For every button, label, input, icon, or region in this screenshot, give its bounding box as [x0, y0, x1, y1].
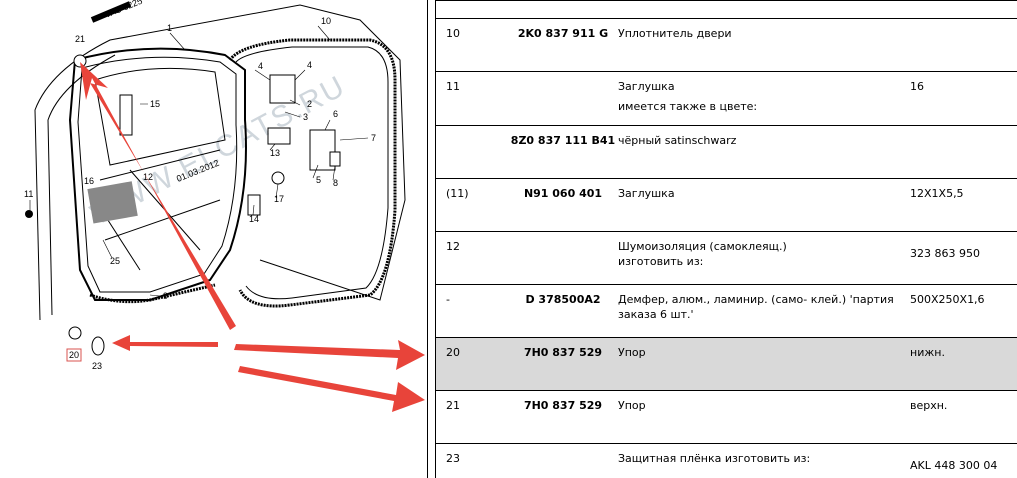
- callout-21: 21: [75, 34, 85, 44]
- sound-insulation-pad: [87, 181, 138, 224]
- row-qty: 12X1X5,5: [910, 187, 964, 200]
- row-description: Демфер, алюм., ламинир. (само- клей.) 'п…: [618, 293, 894, 321]
- callout-20: 20: [69, 350, 79, 360]
- callout-15: 15: [150, 99, 160, 109]
- parts-diagram: WWW.ELCATS.RU VAS 6225 01.03.2012 1 2 3 …: [0, 0, 425, 478]
- window-frame: [94, 67, 226, 166]
- body-pillar: [47, 54, 116, 316]
- door-frame-inner: [77, 56, 238, 293]
- row-description: Упор: [618, 346, 646, 359]
- callout-23: 23: [92, 361, 102, 371]
- callout-13: 13: [270, 148, 280, 158]
- row-part-number: 7H0 837 529: [523, 346, 603, 359]
- callout-25: 25: [110, 256, 120, 266]
- row-pos: -: [446, 293, 450, 306]
- callout-11: 11: [24, 189, 33, 199]
- row-description: Упор: [618, 399, 646, 412]
- callout-6: 6: [333, 109, 338, 119]
- row-part-number: 8Z0 837 111 B41: [510, 134, 616, 147]
- row-part-number: D 378500A2: [525, 293, 601, 306]
- arrow-to-20: [112, 335, 218, 351]
- grommet: [271, 171, 285, 185]
- row-qty: нижн.: [910, 346, 945, 359]
- arrow-to-row-20: [234, 340, 425, 370]
- door-panel-detail: [94, 149, 221, 271]
- callout-5: 5: [316, 175, 321, 185]
- row-qty: AKL 448 300 04: [910, 459, 998, 472]
- bump-stop: [329, 151, 341, 167]
- divider-left: [427, 0, 428, 478]
- stop-lower-icon: [68, 326, 82, 340]
- table-row[interactable]: 11 Заглушка имеется также в цвете: 16: [436, 71, 1017, 125]
- table-row[interactable]: (11) N91 060 401 Заглушка 12X1X5,5: [436, 178, 1017, 231]
- arrow-to-row-21: [238, 366, 425, 412]
- row-description: Шумоизоляция (самоклеящ.) изготовить из:: [618, 240, 787, 268]
- check-strap: [309, 129, 336, 171]
- divider-right: [435, 0, 436, 478]
- callout-10: 10: [321, 16, 331, 26]
- row-pos: (11): [446, 187, 469, 200]
- row-qty: 323 863 950: [910, 247, 980, 260]
- table-row[interactable]: - D 378500A2 Демфер, алюм., ламинир. (са…: [436, 284, 1017, 337]
- door-seal-inner: [235, 46, 389, 300]
- callout-1: 1: [167, 23, 172, 33]
- stop-upper-icon: [73, 54, 87, 68]
- row-description: Уплотнитель двери: [618, 27, 732, 40]
- row-pos: 20: [446, 346, 460, 359]
- callout-17: 17: [274, 194, 284, 204]
- door-weatherstrip: [89, 283, 216, 304]
- row-part-number: N91 060 401: [523, 187, 603, 200]
- table-row-selected[interactable]: 20 7H0 837 529 Упор нижн.: [436, 337, 1017, 390]
- screwdriver-icon: [90, 1, 132, 23]
- door-seal: [228, 38, 397, 308]
- row-part-number: 2K0 837 911 G: [517, 27, 609, 40]
- table-row[interactable]: 21 7H0 837 529 Упор верхн.: [436, 390, 1017, 443]
- row-part-number: 7H0 837 529: [523, 399, 603, 412]
- row-qty: 16: [910, 80, 924, 93]
- callout-7: 7: [371, 133, 376, 143]
- door-exploded-view: WWW.ELCATS.RU VAS 6225 01.03.2012 1 2 3 …: [24, 0, 425, 412]
- row-description-main: Заглушка: [618, 80, 675, 93]
- callout-4b: 4: [307, 60, 312, 70]
- table-row[interactable]: 23 Защитная плёнка изготовить из: AKL 44…: [436, 443, 1017, 478]
- row-pos: 12: [446, 240, 460, 253]
- parts-table: 10 2K0 837 911 G Уплотнитель двери 11 За…: [436, 0, 1017, 478]
- callout-8: 8: [333, 178, 338, 188]
- door-seal-clip: [247, 194, 261, 216]
- row-pos: 21: [446, 399, 460, 412]
- row-qty: 500X250X1,6: [910, 293, 985, 306]
- leader-lines: [29, 25, 369, 297]
- table-row[interactable]: 12 Шумоизоляция (самоклеящ.) изготовить …: [436, 231, 1017, 284]
- row-pos: 11: [446, 80, 460, 93]
- row-pos: 23: [446, 452, 460, 465]
- table-top-border: [436, 0, 1017, 18]
- callout-12: 12: [143, 172, 153, 182]
- row-description: чёрный satinschwarz: [618, 134, 737, 147]
- arrow-to-21: [80, 62, 236, 330]
- callout-14: 14: [249, 214, 259, 224]
- door-panel-bracket: [119, 94, 133, 136]
- cover-cap-icon: [25, 210, 33, 218]
- row-description-note: имеется также в цвете:: [618, 100, 758, 113]
- callout-2: 2: [307, 99, 312, 109]
- row-description: Защитная плёнка изготовить из:: [618, 452, 811, 465]
- table-row[interactable]: 10 2K0 837 911 G Уплотнитель двери: [436, 18, 1017, 71]
- row-description: Заглушка: [618, 187, 675, 200]
- door-frame: [68, 47, 247, 301]
- callout-3: 3: [303, 112, 308, 122]
- table-row[interactable]: 8Z0 837 111 B41 чёрный satinschwarz: [436, 125, 1017, 178]
- callout-9: 9: [163, 291, 168, 301]
- callout-16: 16: [84, 176, 94, 186]
- row-qty: верхн.: [910, 399, 948, 412]
- row-pos: 10: [446, 27, 460, 40]
- red-arrows: [80, 62, 425, 412]
- hinge-upper: [267, 127, 291, 145]
- callout-4a: 4: [258, 61, 263, 71]
- screwdriver-text: VAS 6225: [103, 0, 144, 20]
- protective-film-icon: [91, 336, 105, 356]
- hinge-bracket: [269, 74, 296, 104]
- callout-20-highlight: [66, 348, 82, 362]
- row-description: Заглушка имеется также в цвете:: [618, 79, 908, 114]
